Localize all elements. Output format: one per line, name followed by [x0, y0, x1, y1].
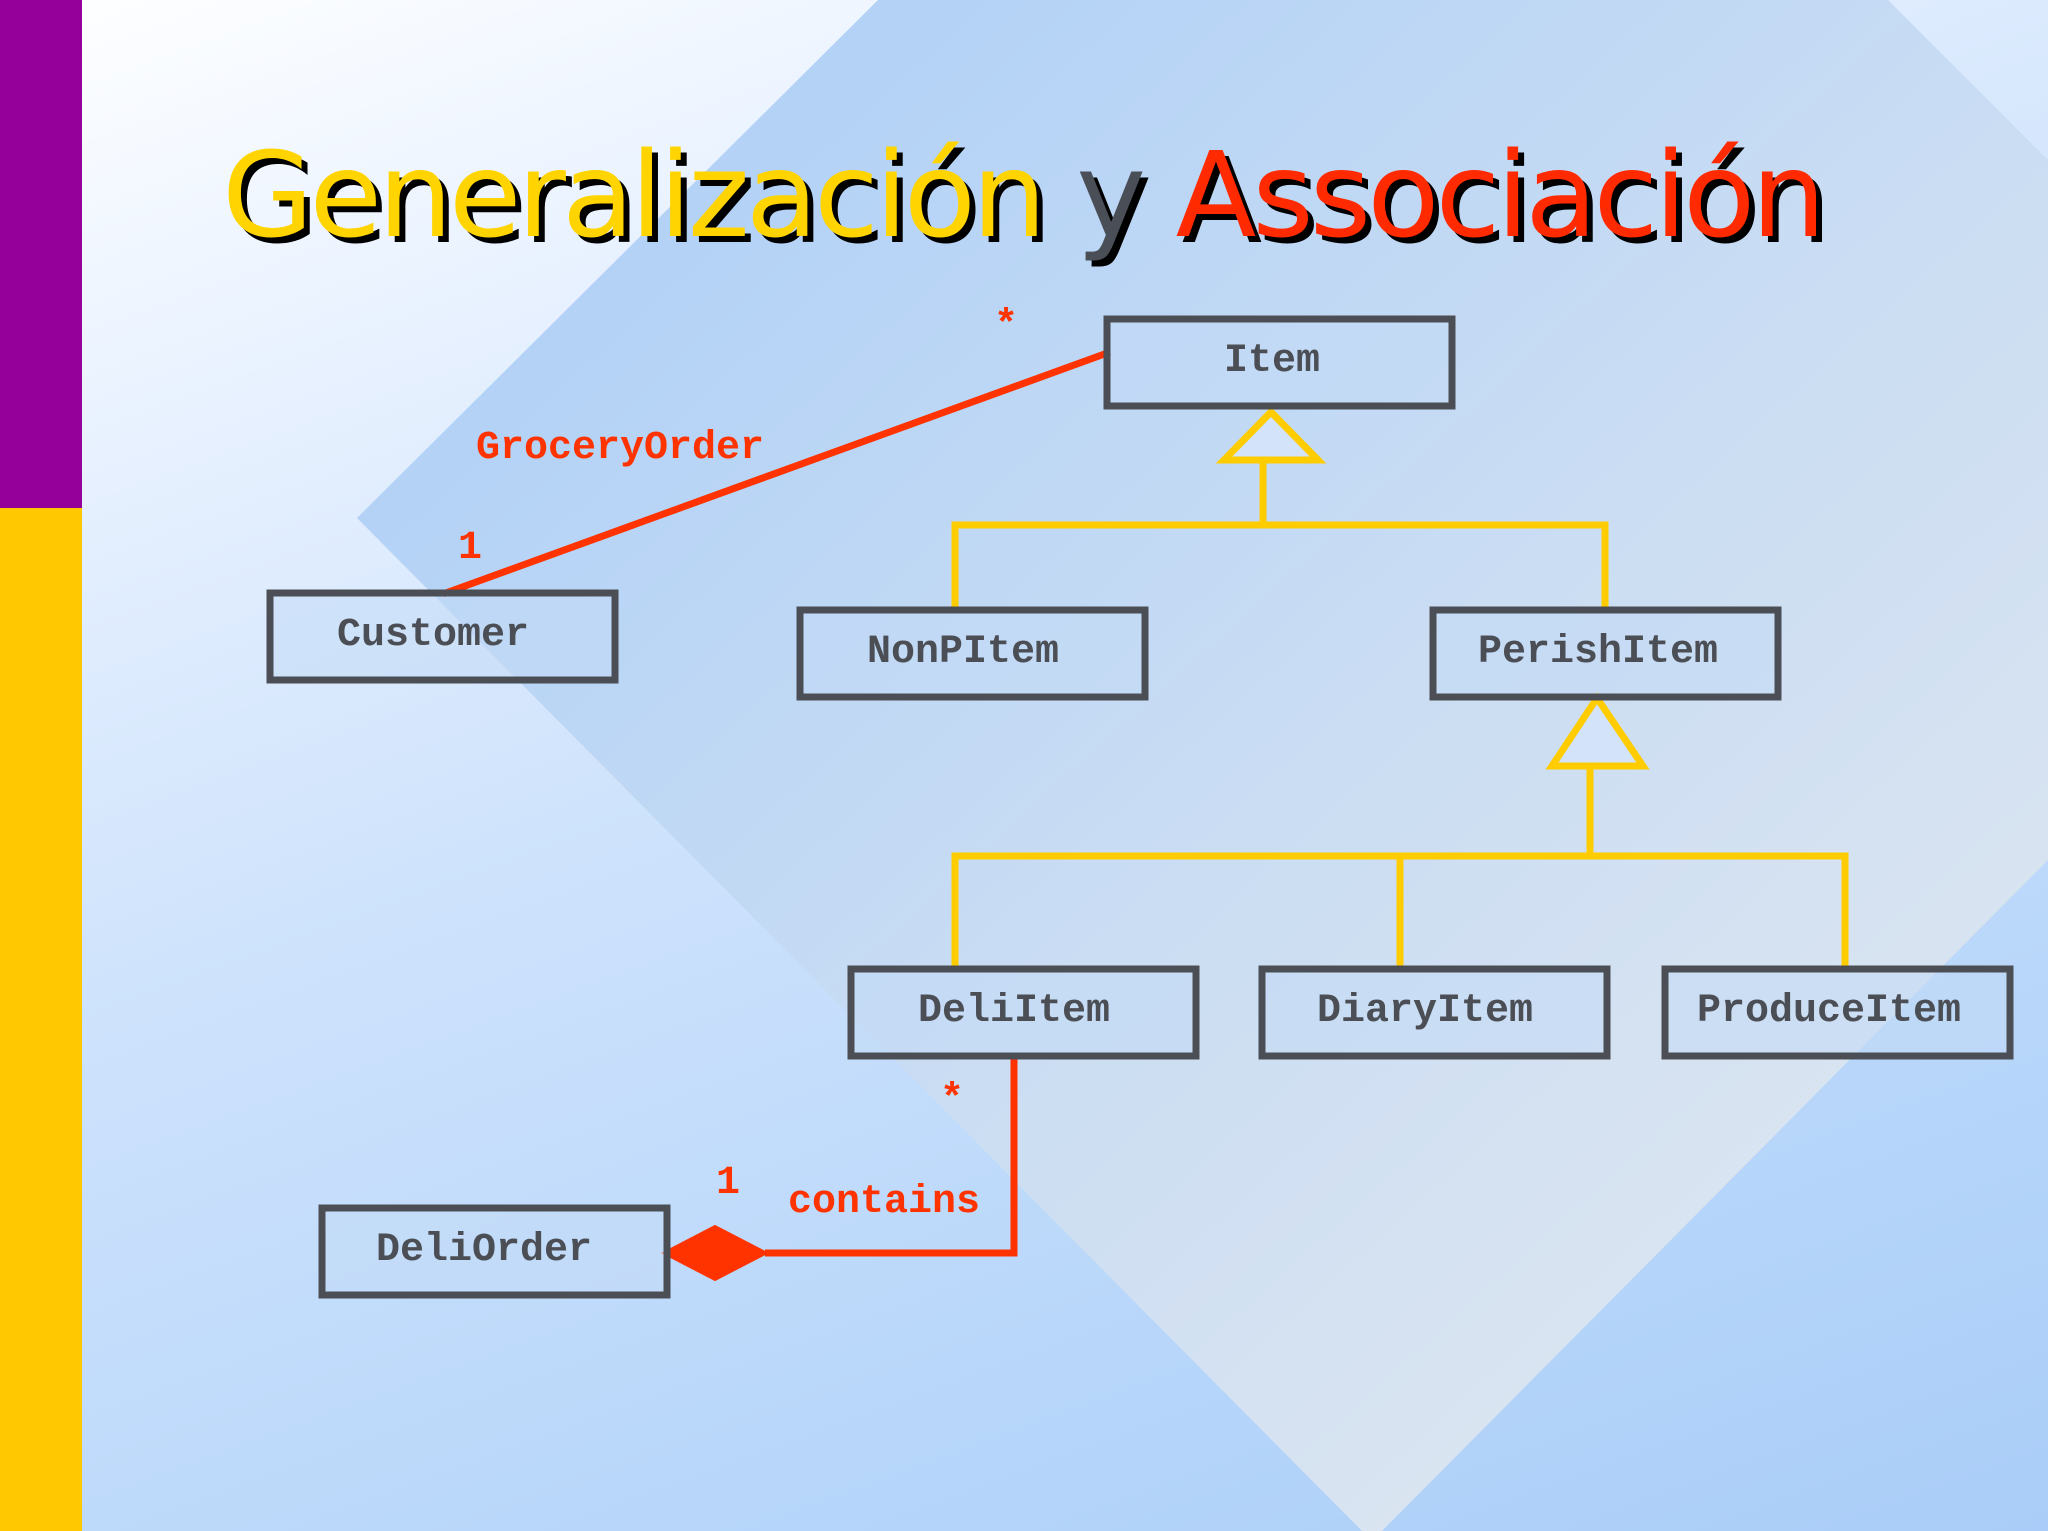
- association-label-contains: contains: [788, 1180, 980, 1225]
- class-deliitem: DeliItem: [847, 965, 1200, 1060]
- class-deliorder: DeliOrder: [318, 1204, 671, 1299]
- sidebar-bottom-stripe: [0, 508, 82, 1531]
- class-nonpitem-label: NonPItem: [867, 630, 1059, 675]
- multiplicity-deliitem-contains: *: [940, 1078, 964, 1123]
- class-item: Item: [1103, 315, 1456, 410]
- class-perishitem-label: PerishItem: [1478, 630, 1718, 675]
- class-produceitem-label: ProduceItem: [1697, 989, 1961, 1034]
- multiplicity-deliorder-contains: 1: [716, 1161, 740, 1206]
- multiplicity-customer-groceryorder: 1: [458, 526, 482, 571]
- aggregation-diamond-icon: [660, 1224, 770, 1282]
- class-item-label: Item: [1224, 339, 1320, 384]
- class-deliorder-label: DeliOrder: [376, 1228, 592, 1273]
- generalization-arrow-perishitem: [1545, 691, 1650, 770]
- class-customer: Customer: [266, 589, 619, 684]
- class-nonpitem: NonPItem: [796, 606, 1149, 701]
- class-diaryitem: DiaryItem: [1258, 965, 1611, 1060]
- class-deliitem-label: DeliItem: [918, 989, 1110, 1034]
- generalization-perishitem: [951, 691, 1849, 970]
- gen-branch-nonpitem: [951, 521, 1609, 612]
- class-diaryitem-label: DiaryItem: [1317, 989, 1533, 1034]
- title-word-asociacion: Associación: [1175, 126, 1826, 264]
- title-word-generalizacion: Generalización: [222, 126, 1047, 264]
- title-word-y: y: [1076, 126, 1146, 264]
- multiplicity-item-groceryorder: *: [994, 304, 1018, 349]
- class-customer-label: Customer: [337, 613, 529, 658]
- association-label-groceryorder: GroceryOrder: [476, 426, 764, 471]
- association-line-groceryorder: [441, 348, 1112, 598]
- class-perishitem: PerishItem: [1429, 606, 1782, 701]
- sidebar-top-stripe: [0, 0, 82, 508]
- class-produceitem: ProduceItem: [1661, 965, 2014, 1060]
- generalization-item: [951, 406, 1609, 612]
- generalization-arrow-item: [1215, 406, 1327, 464]
- slide-title: Generalización y Associación: [222, 120, 1922, 270]
- association-line-contains: [765, 1055, 1018, 1257]
